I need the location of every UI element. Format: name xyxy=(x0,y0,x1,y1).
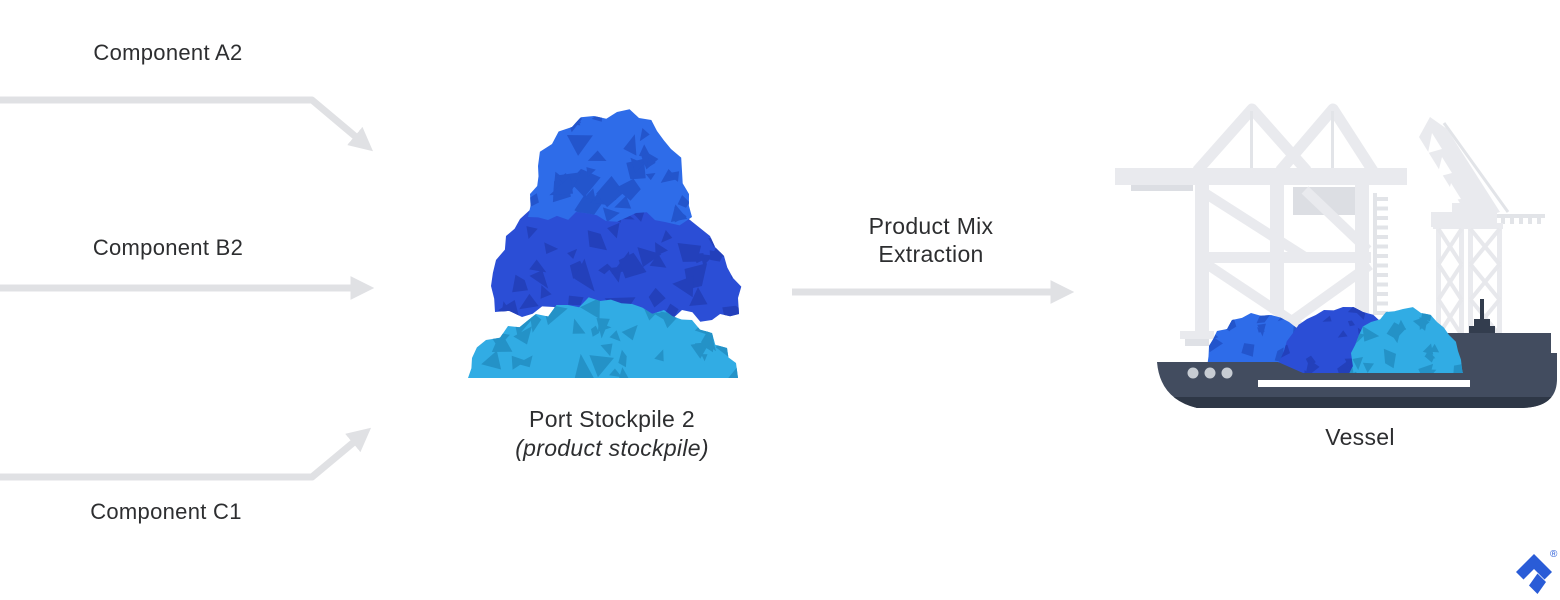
stockpile-illustration xyxy=(468,109,742,378)
input-label-a2: Component A2 xyxy=(93,40,243,65)
stockpile-subtitle: (product stockpile) xyxy=(515,435,709,461)
ship-hull xyxy=(1157,362,1557,408)
input-label-c1: Component C1 xyxy=(90,499,242,524)
output-label-vessel: Vessel xyxy=(1325,424,1395,450)
process-label-line2: Extraction xyxy=(878,241,984,267)
logo-stem xyxy=(1529,573,1546,594)
porthole xyxy=(1204,367,1216,379)
arrow-component-a2 xyxy=(0,96,374,152)
arrow-component-c1 xyxy=(0,427,372,481)
crane-lattice-legs xyxy=(1436,227,1502,337)
porthole xyxy=(1187,367,1199,379)
gantry-crane-illustration xyxy=(1115,103,1407,346)
registered-mark: ® xyxy=(1550,549,1558,560)
toptal-logo: ® xyxy=(1516,549,1558,594)
logo-chevron xyxy=(1516,554,1552,580)
input-label-b2: Component B2 xyxy=(92,235,244,260)
crane-ladder xyxy=(1377,197,1388,315)
process-label-line1: Product Mix xyxy=(868,213,994,239)
vessel-illustration xyxy=(1115,103,1557,408)
harbor-crane-illustration xyxy=(1419,117,1545,337)
crane-railing xyxy=(1501,218,1541,224)
stockpile-title: Port Stockpile 2 xyxy=(529,406,695,432)
porthole xyxy=(1221,367,1233,379)
